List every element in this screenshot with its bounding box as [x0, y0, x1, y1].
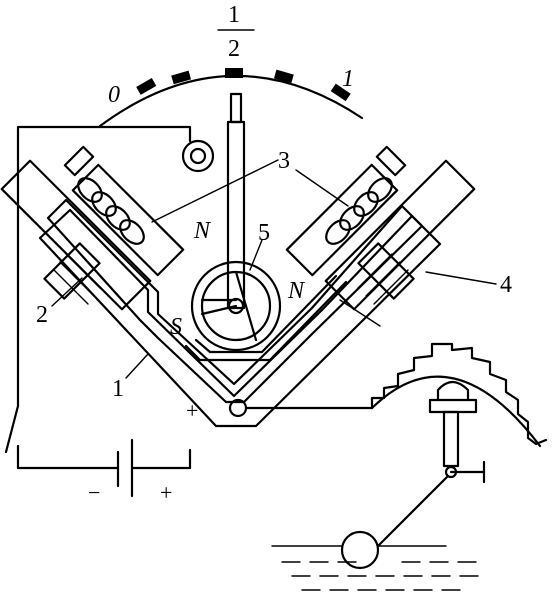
left-resistor: [43, 242, 101, 305]
left-screw-head: [63, 145, 95, 177]
rheostat: [370, 342, 548, 448]
scale-mark: [273, 69, 294, 84]
slider-block: [428, 398, 478, 414]
dial-scale: 0 1 2 1: [98, 2, 364, 128]
pole-label-south: S: [170, 314, 182, 340]
float-mechanism: [340, 380, 486, 570]
float-arm: [376, 474, 450, 548]
leader-3a: [151, 159, 279, 223]
battery-plus-label: +: [160, 480, 172, 505]
wire-to-battery: [4, 125, 192, 454]
callout-3: 3: [278, 148, 290, 174]
rotor-bar: [200, 304, 238, 316]
pointer-arm: [226, 120, 246, 310]
scale-mark: [136, 78, 157, 95]
right-coil-assembly: N: [285, 145, 476, 327]
frame-inner-rail: [184, 280, 348, 362]
pointer: [226, 92, 246, 310]
leader-2: [51, 277, 83, 307]
rheostat-base: [370, 375, 542, 448]
wire-battery-minus: [16, 444, 120, 470]
battery-minus-label: −: [88, 480, 100, 505]
left-winding: [77, 177, 145, 245]
frame-inner-rail-2: [194, 274, 338, 354]
callouts: 1 2 3 4 5: [36, 148, 512, 402]
input-terminal: [181, 139, 215, 173]
gauge-plus-label: +: [186, 398, 198, 423]
battery: − +: [88, 438, 172, 505]
wire-battery-plus: [130, 448, 192, 470]
float-ball: [340, 530, 380, 570]
terminal-inner: [189, 147, 207, 165]
slider-shaft: [442, 410, 460, 468]
pole-label-north-left: N: [193, 218, 212, 244]
right-winding: [325, 177, 393, 245]
liquid: [271, 545, 479, 591]
rotor-spoke: [234, 270, 258, 342]
scale-label-zero: 0: [108, 82, 120, 108]
scale-mark: [171, 70, 192, 85]
leader-4: [425, 271, 497, 285]
right-core-housing: [324, 159, 476, 311]
callout-2: 2: [36, 302, 48, 328]
leader-3b: [295, 169, 349, 207]
rotor: S: [170, 260, 282, 352]
scale-mark: [330, 83, 351, 102]
frame-inner: [46, 198, 424, 404]
scale-label-full: 1: [342, 66, 354, 92]
rheostat-teeth: [370, 342, 548, 446]
leader-1: [125, 353, 149, 379]
left-coil-assembly: N: [0, 145, 212, 311]
rotor-hub: [227, 297, 245, 315]
callout-5: 5: [258, 220, 270, 246]
left-core-housing: [0, 159, 152, 311]
wiring: [4, 125, 374, 470]
scale-label-half-denominator: 2: [228, 36, 240, 62]
slider-contact: [436, 380, 470, 402]
callout-4: 4: [500, 272, 512, 298]
right-screw-head: [375, 145, 407, 177]
frame-outer: [38, 208, 442, 428]
callout-1: 1: [112, 376, 124, 402]
scale-label-half-numerator: 1: [228, 2, 240, 28]
right-resistor: [339, 242, 415, 327]
pointer-tip: [229, 92, 243, 124]
pole-label-north-right: N: [287, 278, 306, 304]
leader-5: [249, 239, 263, 271]
terminal-outer: [181, 139, 215, 173]
rotor-outer: [190, 260, 282, 352]
scale-mark: [225, 68, 243, 78]
